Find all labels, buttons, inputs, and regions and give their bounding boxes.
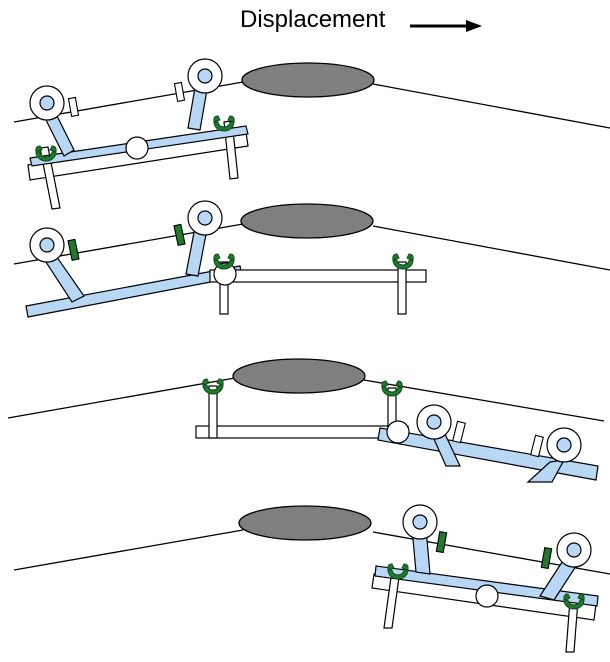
displacement-arrow-icon [410,20,482,32]
tissue-ellipse [240,203,374,239]
stage-2 [13,200,610,318]
tissue-ellipse [232,358,366,394]
displacement-label: Displacement [240,6,386,33]
tissue-ellipse [238,505,372,541]
stage-4 [13,504,610,653]
tissue-ellipse [241,62,375,98]
stage-1 [13,58,610,210]
stage-3 [7,358,605,483]
